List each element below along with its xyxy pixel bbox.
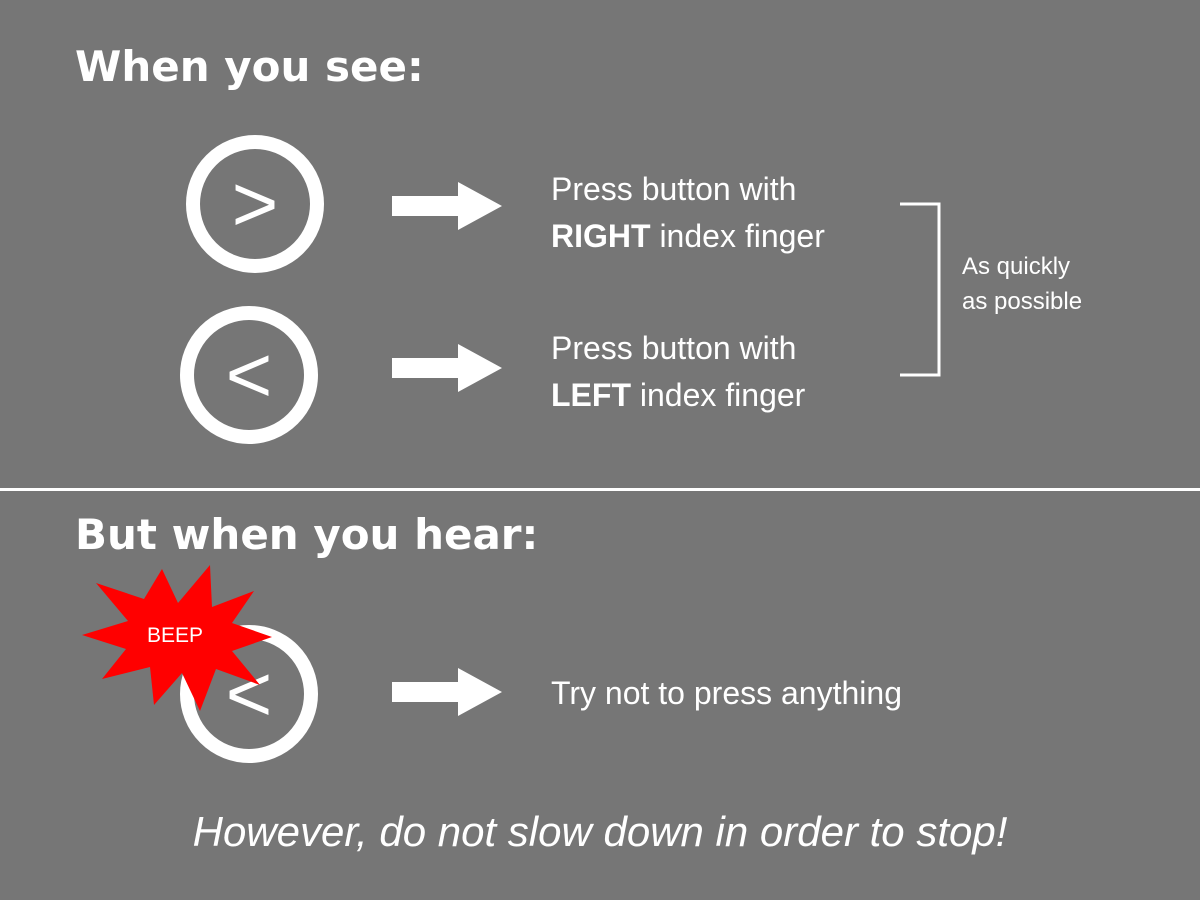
- left-symbol-circle: <: [180, 306, 318, 444]
- left-instruction-line2: LEFT index finger: [551, 372, 805, 419]
- bracket-note-line2: as possible: [962, 288, 1083, 315]
- left-rest: index finger: [630, 377, 806, 413]
- right-symbol-circle: >: [186, 135, 324, 273]
- bracket-note: As quickly as possible: [962, 249, 1082, 319]
- left-emphasis: LEFT: [551, 377, 631, 413]
- hear-heading: But when you hear:: [75, 510, 539, 559]
- right-emphasis: RIGHT: [551, 218, 651, 254]
- beep-label: BEEP: [147, 624, 204, 647]
- right-instruction-line1: Press button with: [551, 171, 797, 207]
- starburst-icon: [82, 565, 272, 711]
- left-instruction: Press button with LEFT index finger: [551, 325, 805, 419]
- right-instruction: Press button with RIGHT index finger: [551, 166, 825, 260]
- right-arrow-icon: [392, 344, 502, 392]
- footer-warning: However, do not slow down in order to st…: [192, 808, 1008, 855]
- beep-instruction: Try not to press anything: [551, 675, 902, 711]
- bracket-note-line1: As quickly: [962, 253, 1071, 280]
- right-rest: index finger: [650, 218, 825, 254]
- greater-than-symbol: >: [231, 159, 279, 248]
- right-arrow-icon: [392, 668, 502, 716]
- see-heading: When you see:: [75, 42, 424, 91]
- right-arrow-icon: [392, 182, 502, 230]
- section-divider: [0, 488, 1200, 491]
- bracket-icon: [900, 202, 941, 377]
- right-instruction-line2: RIGHT index finger: [551, 213, 825, 260]
- left-instruction-line1: Press button with: [551, 330, 797, 366]
- less-than-symbol: <: [225, 330, 273, 419]
